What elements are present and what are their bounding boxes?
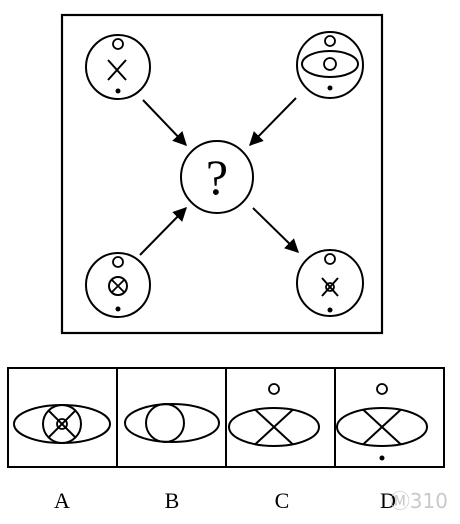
puzzle-frame [60,13,384,335]
option-c-label: C [275,488,290,513]
options-strip [7,367,445,468]
arrow-bottom-right [252,207,300,253]
small-circle-icon [324,35,336,47]
question-mark: ? [206,149,228,205]
small-circle-icon [376,383,388,395]
option-a-figure[interactable] [13,404,111,444]
arrow-top-left [142,99,187,147]
circle-top-right [296,31,364,99]
ellipse-icon [301,50,359,78]
dot-icon [115,306,121,312]
arrows [139,97,300,256]
dot-icon [327,85,333,91]
inner-circle-icon [323,57,337,71]
circle-top-left [85,34,151,100]
small-circle-icon [324,253,336,265]
watermark: Ⓜ310 [390,489,448,513]
dot-icon [327,307,333,313]
circle-bottom-right [296,249,364,317]
arrow-bottom-left [139,206,187,256]
circle-bottom-left [85,252,151,318]
small-circle-icon [112,38,124,50]
cross-with-circle-icon [321,277,339,297]
dot-icon [379,455,385,461]
circled-cross-icon [108,276,128,296]
option-a-label: A [54,488,70,513]
option-d-figure[interactable] [336,383,428,461]
arrow-top-right [249,97,297,147]
option-b-figure[interactable] [124,403,220,443]
small-circle-icon [268,383,280,395]
small-circle-icon [112,256,124,268]
option-b-label: B [165,488,180,513]
option-d-label: D [380,488,396,513]
option-c-figure[interactable] [228,383,320,447]
cross-icon [107,59,127,81]
dot-icon [115,88,121,94]
center-circle: ? [180,140,254,214]
